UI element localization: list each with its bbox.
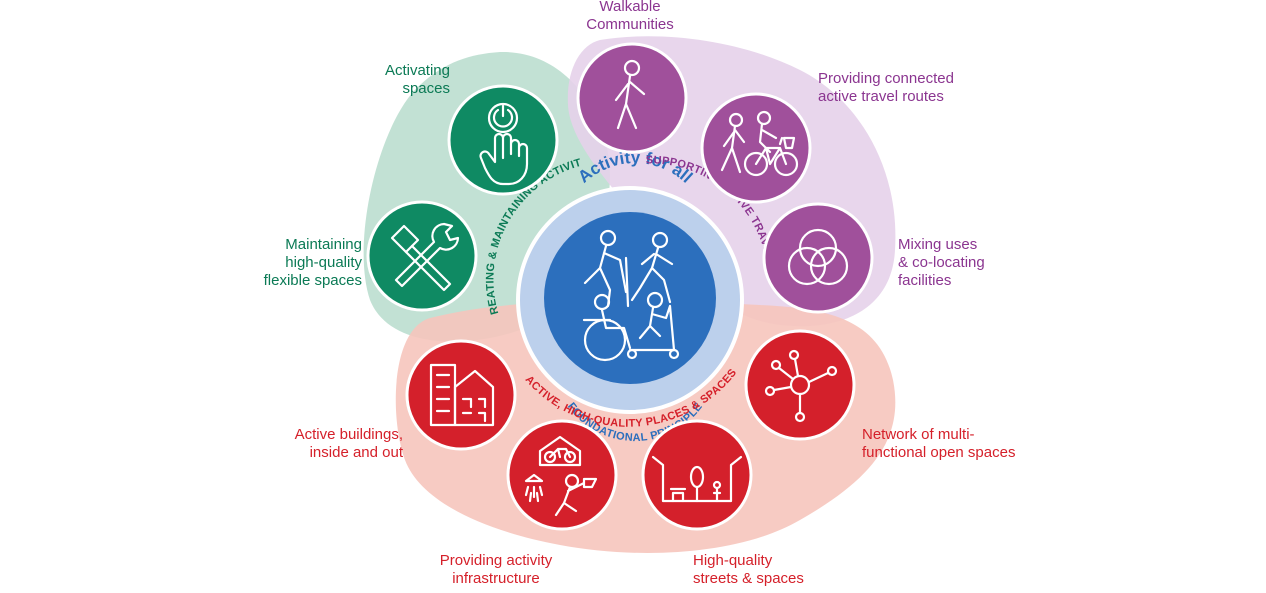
bike-shower-icon: [524, 435, 598, 517]
active-travel-routes-label: Providing connected active travel routes: [818, 70, 954, 105]
street-trees-icon: [651, 455, 743, 503]
network-nodes-icon: [764, 349, 838, 423]
network-open-spaces-circle: [744, 329, 856, 441]
active-buildings-label: Active buildings, inside and out: [294, 426, 403, 461]
walkable-communities-circle: [576, 42, 688, 154]
streets-spaces-label: High-quality streets & spaces: [693, 552, 804, 587]
mixing-uses-circle: [762, 202, 874, 314]
active-buildings-circle: [405, 339, 517, 451]
buildings-icon: [429, 363, 495, 427]
activating-spaces-label: Activating spaces: [384, 62, 450, 97]
activity-infrastructure-circle: [506, 419, 618, 531]
walkable-communities-label: Walkable Communities: [586, 0, 674, 33]
maintaining-spaces-label: Maintaining high-quality flexible spaces: [263, 236, 362, 289]
activity-infrastructure-label: Providing activity infrastructure: [439, 552, 553, 587]
venn-diagram-icon: [787, 228, 849, 286]
people-activity-icon: [582, 229, 680, 362]
walking-person-icon: [614, 59, 646, 130]
mixing-uses-label: Mixing uses & co-locating facilities: [898, 236, 985, 289]
active-travel-routes-circle: [700, 92, 812, 204]
streets-spaces-circle: [641, 419, 753, 531]
network-open-spaces-label: Network of multi- functional open spaces: [862, 426, 1016, 461]
walker-and-cyclist-icon: [720, 110, 799, 177]
hammer-wrench-icon: [390, 222, 460, 292]
power-button-hand-icon: [479, 102, 529, 186]
